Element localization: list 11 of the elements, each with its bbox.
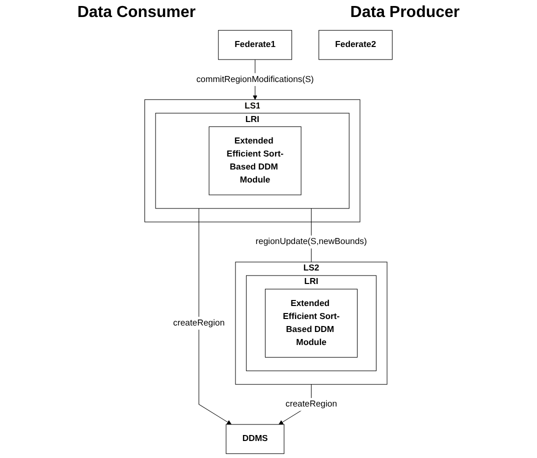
- column-heading: Data Producer: [350, 4, 460, 22]
- column-heading: Data Consumer: [77, 4, 196, 22]
- node-box: Federate2: [318, 30, 393, 60]
- edge-label: commitRegionModifications(S): [196, 74, 314, 84]
- node-box: DDMS: [226, 424, 284, 454]
- node-box: Federate1: [218, 30, 292, 60]
- node-box: Extended Efficient Sort-Based DDM Module: [264, 288, 358, 358]
- edge-label: regionUpdate(S,newBounds): [256, 237, 367, 246]
- edge-label: createRegion: [286, 400, 338, 409]
- node-box: Extended Efficient Sort-Based DDM Module: [208, 126, 302, 196]
- edge-label: createRegion: [173, 318, 225, 328]
